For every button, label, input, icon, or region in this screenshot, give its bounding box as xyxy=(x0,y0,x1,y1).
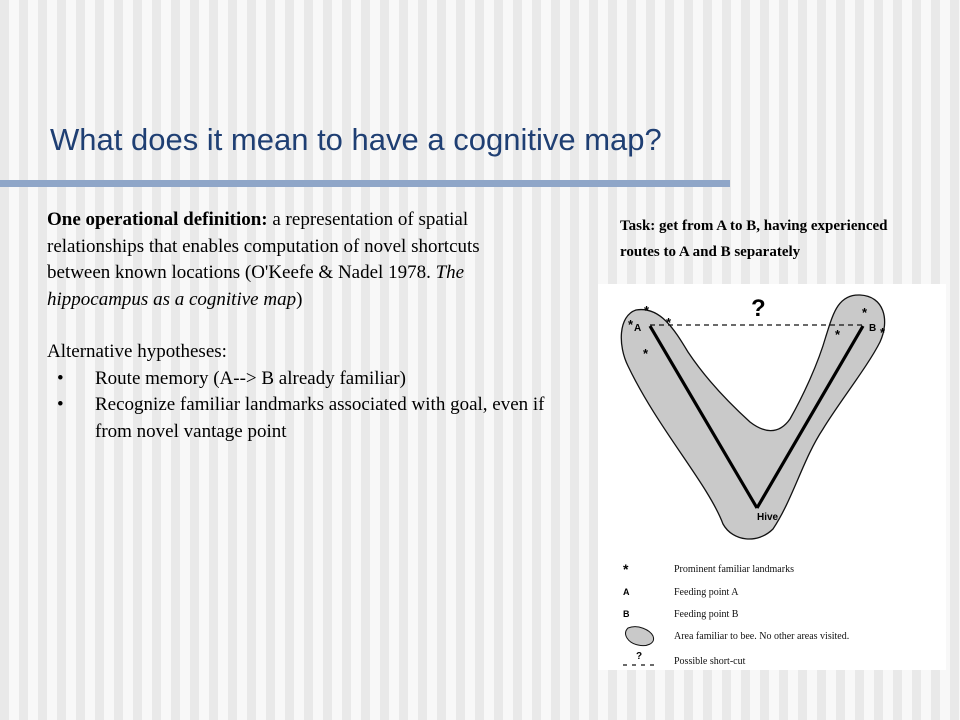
legend-landmark-symbol: * xyxy=(623,561,629,577)
legend-landmark-text: Prominent familiar landmarks xyxy=(674,564,794,575)
definition-text: a representation of spatial relationship… xyxy=(47,209,480,283)
legend-a-symbol: A xyxy=(623,587,630,597)
alternative-item: Route memory (A--> B already familiar) xyxy=(47,366,547,393)
bee-map-diagram: ? A B Hive * * * * * * * * Prominent fam… xyxy=(620,294,886,667)
familiar-area xyxy=(620,294,886,540)
definition-block: One operational definition: a representa… xyxy=(47,207,547,445)
point-b-label: B xyxy=(869,323,876,334)
legend-area-text: Area familiar to bee. No other areas vis… xyxy=(674,631,849,642)
legend-b-text: Feeding point B xyxy=(674,609,739,620)
slide-title: What does it mean to have a cognitive ma… xyxy=(50,122,662,157)
landmark-icon: * xyxy=(880,325,886,340)
question-mark: ? xyxy=(751,295,766,322)
point-a-label: A xyxy=(634,323,641,334)
bee-map-figure: ? A B Hive * * * * * * * * Prominent fam… xyxy=(598,284,946,670)
legend-area-swatch xyxy=(625,626,655,647)
landmark-icon: * xyxy=(643,346,649,361)
hive-label: Hive xyxy=(757,512,779,523)
legend-a-text: Feeding point A xyxy=(674,587,739,598)
definition-label: One operational definition: xyxy=(47,209,268,230)
landmark-icon: * xyxy=(644,303,650,318)
definition-citation: The hippocampus as a cognitive map xyxy=(47,262,465,310)
definition-paragraph: One operational definition: a representa… xyxy=(47,207,547,313)
legend-b-symbol: B xyxy=(623,609,630,619)
task-description: Task: get from A to B, having experience… xyxy=(620,218,888,260)
landmark-icon: * xyxy=(628,317,634,332)
alternatives-heading: Alternative hypotheses: xyxy=(47,341,227,362)
alternatives-list: Route memory (A--> B already familiar) R… xyxy=(47,366,547,446)
route-a-line xyxy=(648,325,759,509)
definition-close: ) xyxy=(296,288,303,310)
landmark-icon: * xyxy=(835,327,841,342)
title-rule xyxy=(0,180,730,187)
legend-shortcut-symbol: ? xyxy=(636,651,642,662)
landmark-icon: * xyxy=(862,305,868,320)
legend: * Prominent familiar landmarks A Feeding… xyxy=(623,561,849,667)
route-b-line xyxy=(755,325,865,509)
landmark-icon: * xyxy=(666,315,672,330)
alternative-item: Recognize familiar landmarks associated … xyxy=(47,392,547,445)
legend-shortcut-text: Possible short-cut xyxy=(674,656,746,667)
spacer xyxy=(47,313,547,339)
